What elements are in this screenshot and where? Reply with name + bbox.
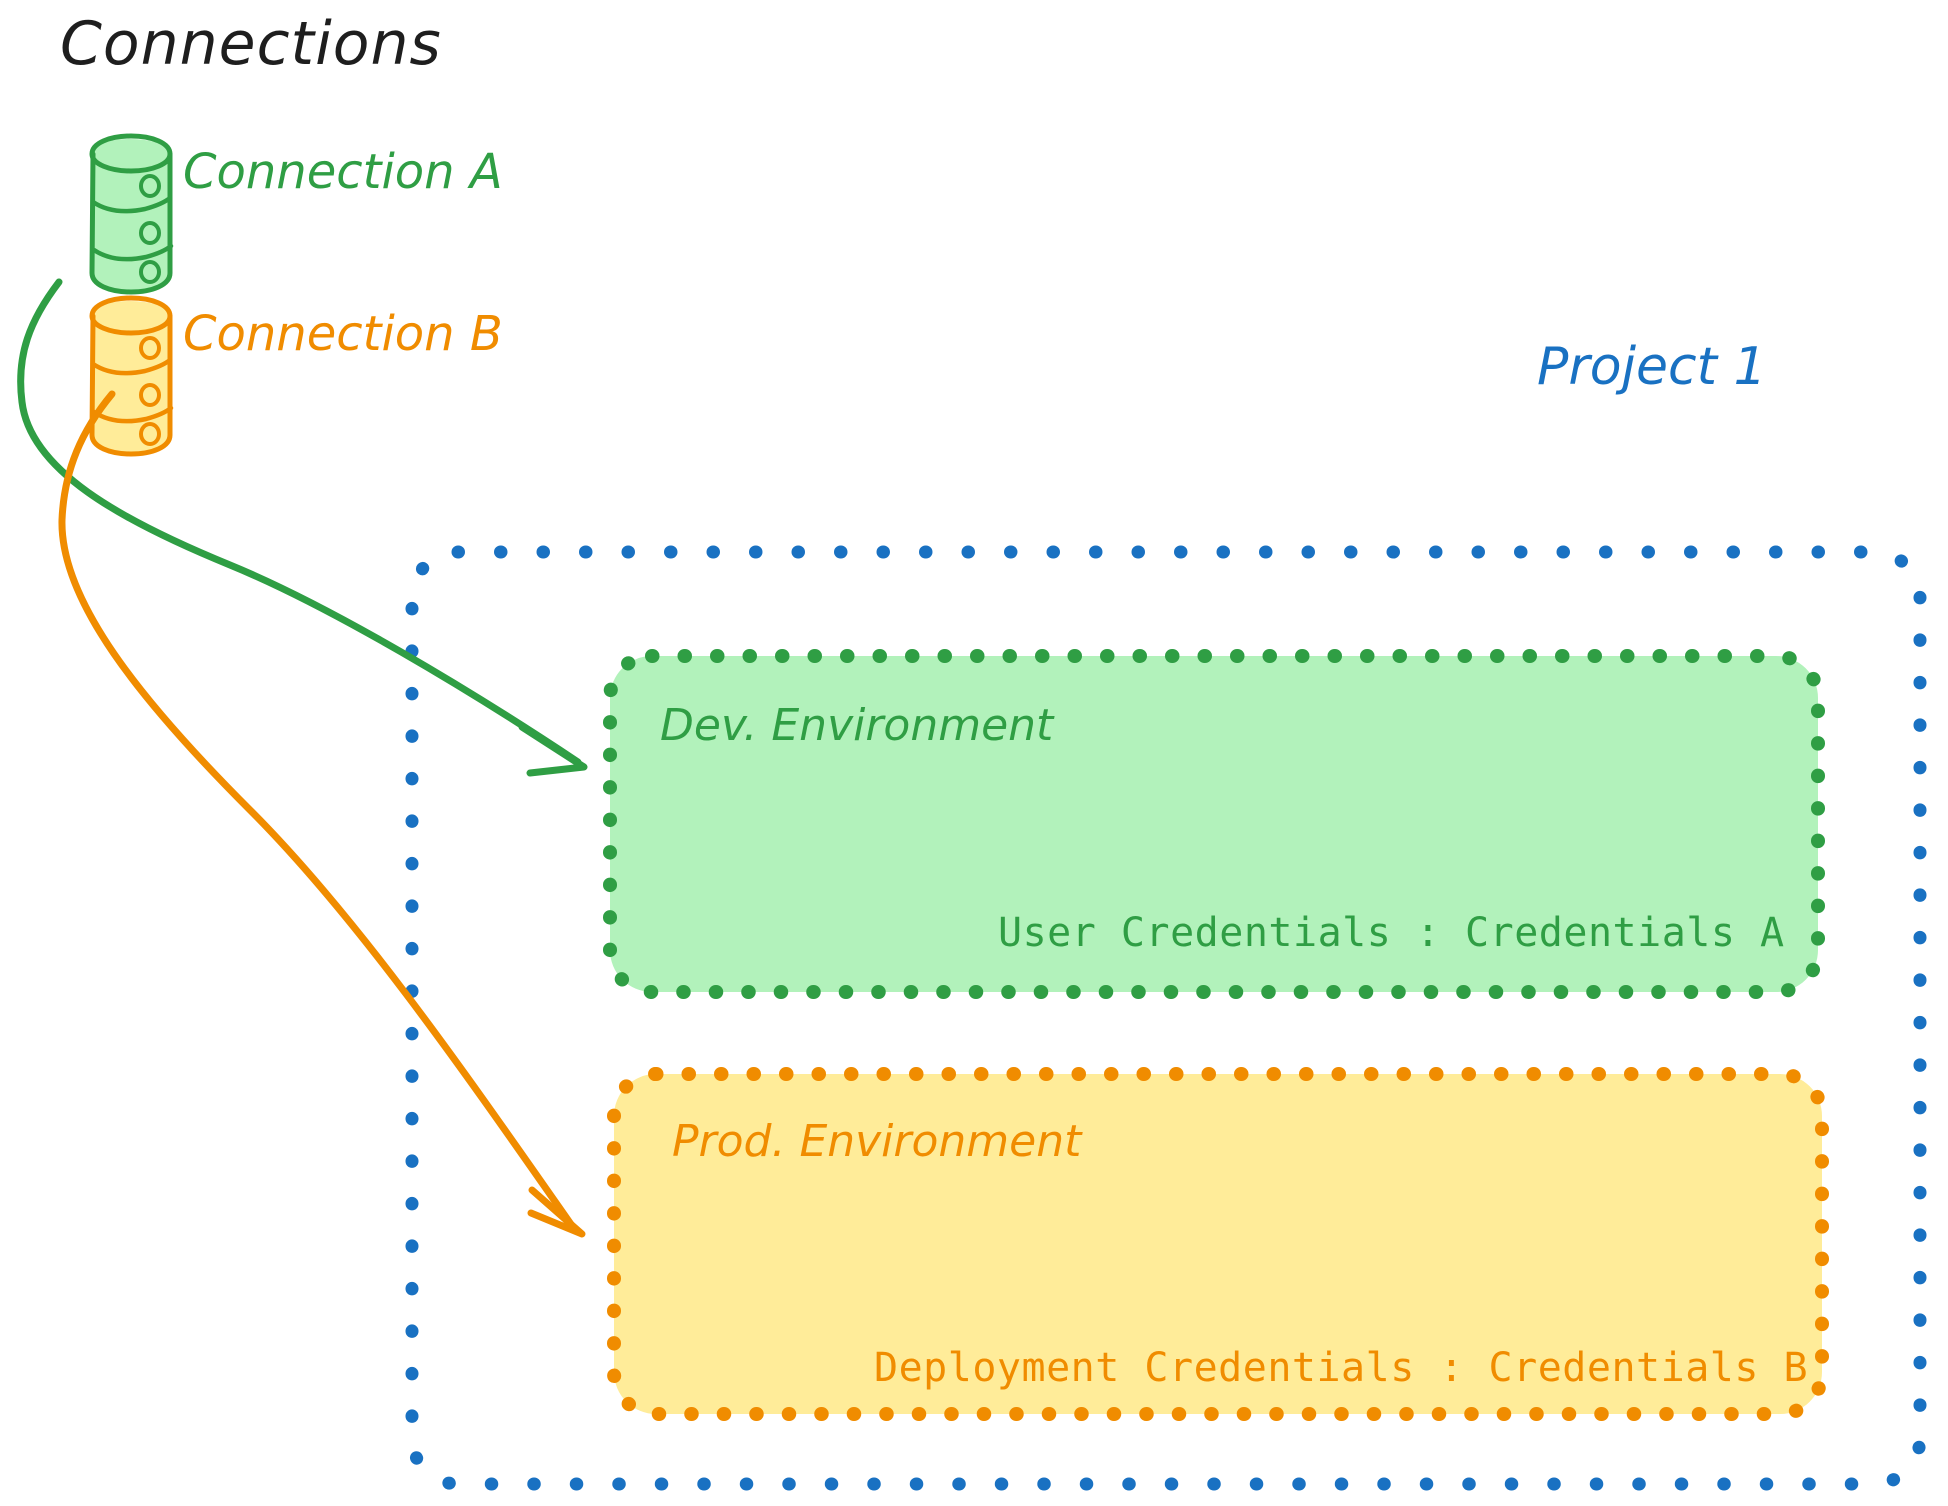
prod-environment-border — [607, 1067, 1829, 1421]
arrow-connection-b-to-prod — [58, 390, 586, 1238]
db-b-led-1 — [139, 336, 161, 360]
project-title: Project 1 — [1537, 337, 1767, 397]
db-b-side — [89, 313, 173, 457]
db-b-top-fill — [92, 301, 168, 327]
db-a-divider-2 — [91, 243, 174, 262]
db-a-divider-1 — [90, 195, 173, 214]
db-a-top-fill — [92, 139, 168, 165]
arrow-a-curve — [17, 278, 582, 766]
connection-a-label[interactable]: Connection A — [183, 144, 503, 200]
project-container[interactable] — [405, 545, 1927, 1491]
db-b-divider-2 — [91, 405, 174, 424]
db-a-led-2 — [139, 221, 161, 245]
dev-environment-box[interactable] — [603, 649, 1825, 999]
arrow-b-curve — [58, 390, 579, 1234]
prod-environment-fill — [614, 1074, 1822, 1414]
db-b-divider-1 — [90, 357, 173, 376]
arrow-a-head — [518, 723, 588, 777]
db-b-led-2 — [139, 383, 161, 407]
dev-environment-border — [603, 649, 1825, 999]
arrow-b-head — [527, 1186, 586, 1238]
connection-b-label[interactable]: Connection B — [183, 306, 503, 362]
db-b-led-3 — [139, 422, 161, 446]
db-a-led-1 — [139, 174, 161, 198]
database-cylinder-icon-connection-a[interactable] — [89, 133, 174, 295]
page-title: Connections — [60, 9, 442, 79]
db-a-side — [89, 151, 173, 295]
dev-environment-title: Dev. Environment — [660, 700, 1054, 751]
database-cylinder-icon-connection-b[interactable] — [89, 295, 174, 457]
dev-environment-fill — [610, 656, 1818, 992]
dev-environment-credentials: User Credentials : Credentials A — [998, 910, 1785, 956]
prod-environment-credentials: Deployment Credentials : Credentials B — [874, 1345, 1809, 1391]
arrow-connection-a-to-dev — [17, 278, 588, 777]
project-container-border — [405, 545, 1927, 1491]
db-a-led-3 — [139, 260, 161, 284]
prod-environment-title: Prod. Environment — [672, 1116, 1082, 1167]
prod-environment-box[interactable] — [607, 1067, 1829, 1421]
